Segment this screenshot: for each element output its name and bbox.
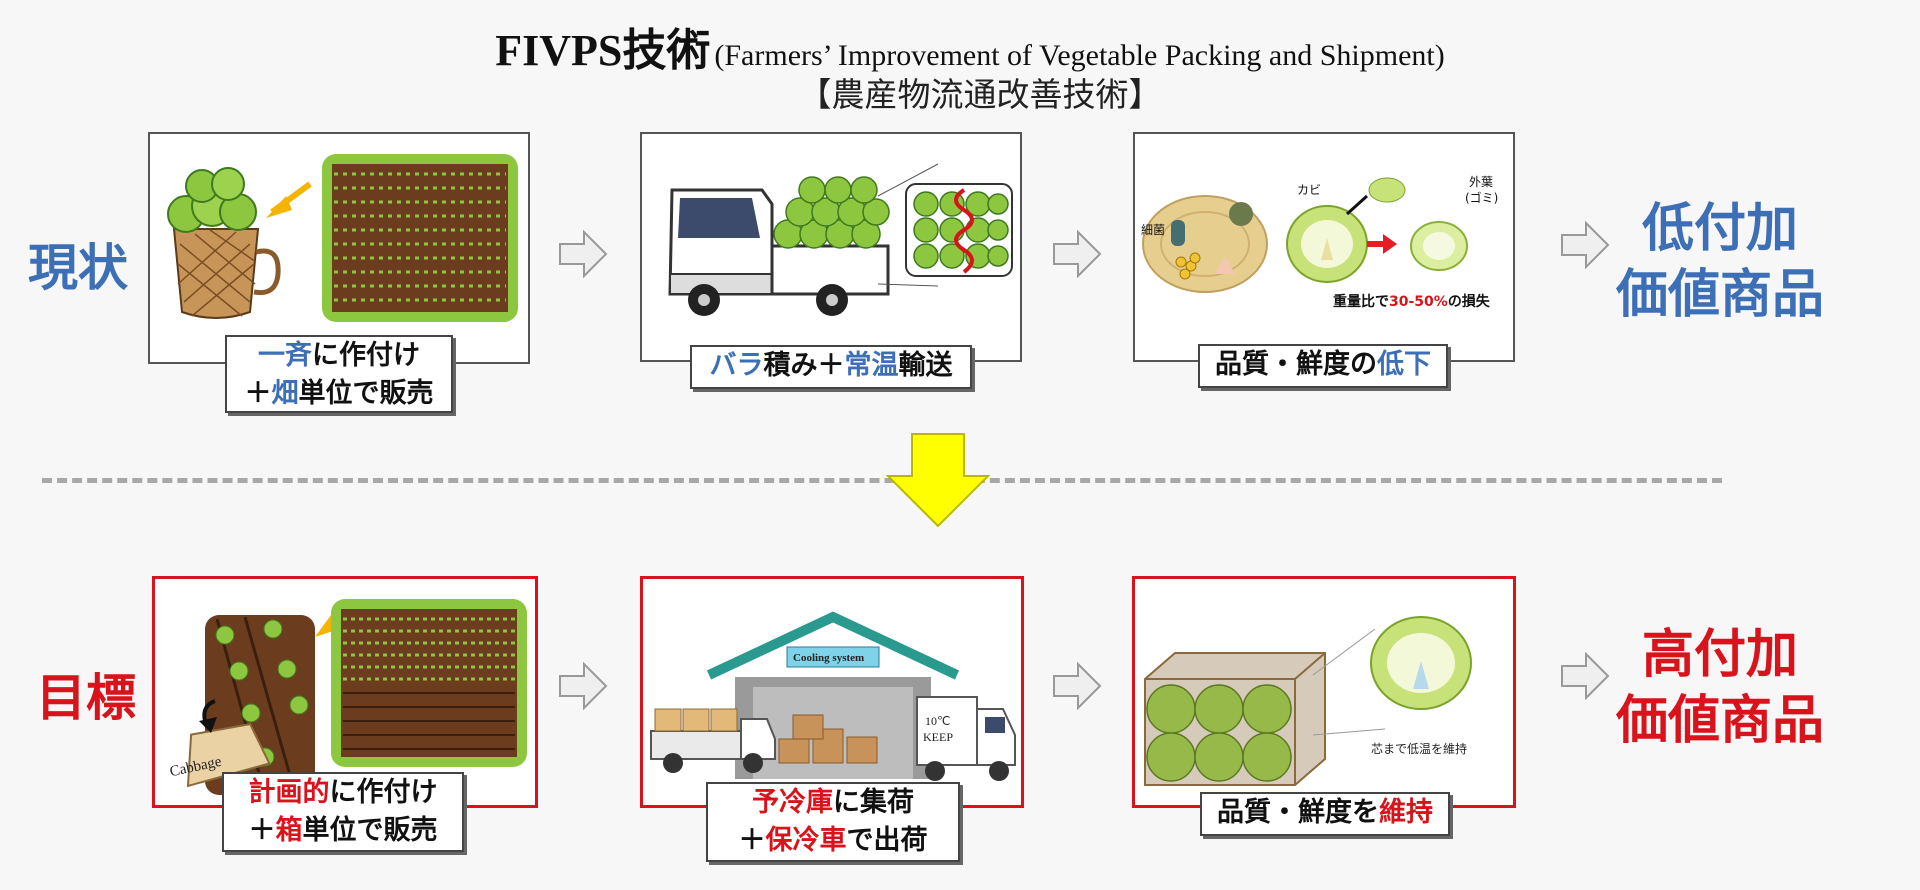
title-main: FIVPS技術 — [495, 26, 711, 75]
arrow-right-icon — [1561, 652, 1610, 700]
current-panel-transport — [640, 132, 1022, 362]
loss-pct: 30-50% — [1389, 294, 1448, 310]
page-title: FIVPS技術 (Farmers’ Improvement of Vegetab… — [0, 14, 1920, 78]
target-result: 高付加 価値商品 — [1615, 625, 1824, 751]
current-caption-quality: 品質・鮮度の低下 — [1198, 344, 1448, 388]
arrow-down-icon — [886, 433, 990, 528]
cooling-warehouse-illustration: Cooling system 10℃ KEEP — [650, 611, 1016, 781]
open-truck-illustration — [668, 163, 1013, 316]
svg-text:重量比で30-50%の損失: 重量比で30-50%の損失 — [1333, 293, 1491, 310]
arrow-right-icon — [1053, 230, 1102, 278]
bacteria-note: 細菌 — [1141, 223, 1165, 237]
section-divider — [42, 478, 1722, 483]
title-jp: 【農産物流通改善技術】 — [798, 75, 1162, 114]
title-sub: (Farmers’ Improvement of Vegetable Packi… — [714, 39, 1445, 72]
spoiled-cabbage-illustration: カビ 細菌 外葉 (ゴミ) 重量比で30-50%の損失 — [1141, 175, 1498, 310]
packed-cabbage-illustration: 芯まで低温を維持 — [1144, 616, 1472, 786]
target-label: 目標 — [36, 669, 136, 727]
field-box-illustration: Cabbage — [168, 599, 527, 796]
truck-temp: 10℃ — [925, 714, 950, 728]
target-panel-quality: 芯まで低温を維持 — [1132, 576, 1516, 808]
garbage-note: (ゴミ) — [1465, 190, 1498, 205]
loss-pre: 重量比で — [1333, 293, 1389, 310]
current-caption-transport: バラ積み＋常温輸送 — [690, 345, 972, 389]
cooling-sign: Cooling system — [793, 652, 864, 664]
target-caption-quality: 品質・鮮度を維持 — [1200, 792, 1450, 836]
target-panel-cooling: Cooling system 10℃ KEEP — [640, 576, 1024, 808]
loss-post: の損失 — [1448, 293, 1491, 310]
mold-note: カビ — [1297, 183, 1321, 197]
truck-keep: KEEP — [923, 730, 953, 744]
arrow-right-icon — [1561, 221, 1610, 269]
current-result: 低付加 価値商品 — [1615, 199, 1824, 325]
current-caption-planting: 一斉に作付け ＋畑単位で販売 — [225, 335, 453, 413]
core-note: 芯まで低温を維持 — [1371, 741, 1467, 756]
current-panel-quality: カビ 細菌 外葉 (ゴミ) 重量比で30-50%の損失 — [1133, 132, 1515, 362]
arrow-right-icon — [559, 230, 608, 278]
leaves-note: 外葉 — [1469, 175, 1493, 189]
target-caption-planting: 計画的に作付け ＋箱単位で販売 — [222, 772, 464, 852]
target-caption-cooling: 予冷庫に集荷 ＋保冷車で出荷 — [706, 782, 960, 862]
arrow-right-icon — [1053, 662, 1102, 710]
current-label: 現状 — [28, 239, 128, 297]
arrow-right-icon — [559, 662, 608, 710]
basket-field-illustration — [167, 154, 518, 322]
current-panel-planting — [148, 132, 530, 364]
